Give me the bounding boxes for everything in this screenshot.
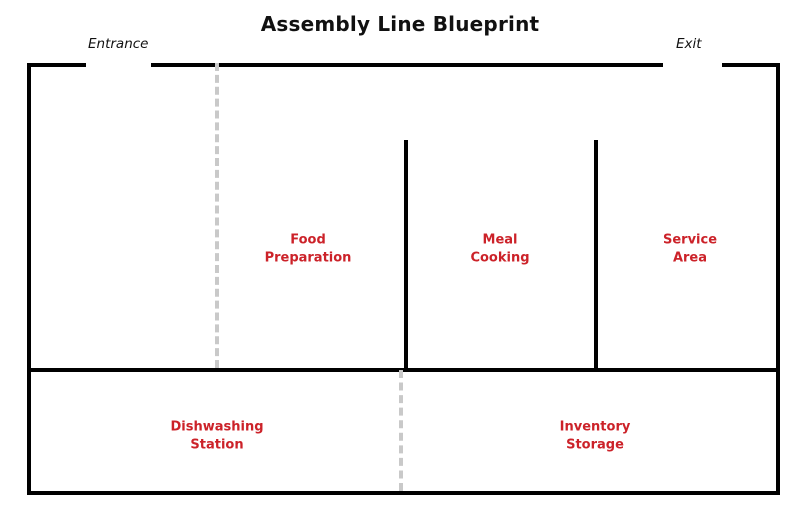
wall-left (27, 63, 31, 495)
entrance-label: Entrance (88, 36, 149, 52)
partition-prep-cooking (404, 140, 408, 370)
zone-label-inventory-storage: Inventory Storage (559, 419, 631, 453)
flow-line-entrance (215, 63, 219, 368)
zone-label-service-area: Service Area (662, 232, 718, 266)
zone-label-food-preparation: Food Preparation (264, 232, 352, 266)
zone-label-dishwashing-station: Dishwashing Station (170, 419, 264, 453)
wall-bottom (27, 491, 780, 495)
wall-top-middle-segment (151, 63, 663, 67)
wall-right (776, 63, 780, 495)
flow-line-lower (399, 370, 403, 491)
wall-top-left-segment (27, 63, 86, 67)
page-title: Assembly Line Blueprint (260, 12, 540, 36)
wall-horizontal-divider (27, 368, 780, 372)
zone-label-meal-cooking: Meal Cooking (470, 232, 530, 266)
exit-label: Exit (676, 36, 702, 52)
partition-cooking-service (594, 140, 598, 370)
wall-top-right-segment (722, 63, 780, 67)
